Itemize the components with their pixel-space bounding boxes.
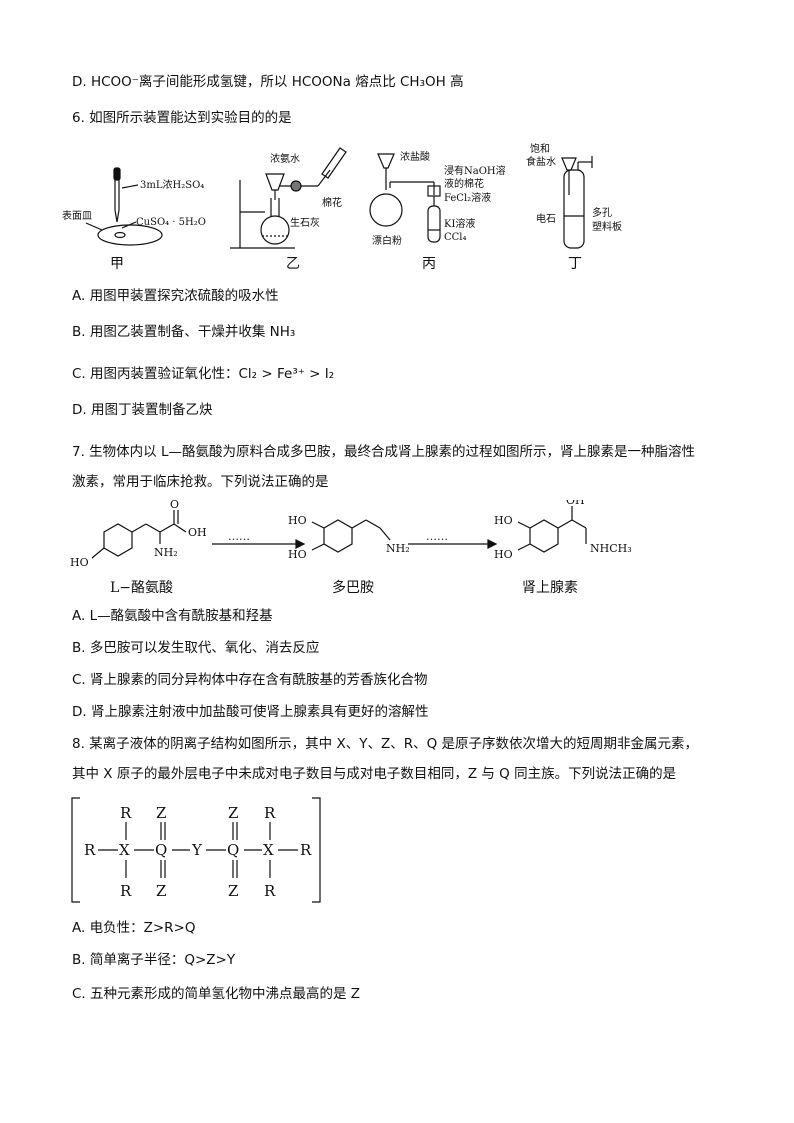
q8-anion-structure: R X Q Y Q X R R R Z Z Z Z R R xyxy=(71,797,321,903)
q7-synthesis-figure: HO O OH NH₂ HO HO NH₂ HO HO OH NHCH₃ …… … xyxy=(70,500,632,596)
yi-label-2: 棉花 xyxy=(322,196,342,209)
q7-option-a: A. L—酪氨酸中含有酰胺基和羟基 xyxy=(72,608,273,624)
q6-option-a: A. 用图甲装置探究浓硫酸的吸水性 xyxy=(72,288,279,304)
q7-option-b: B. 多巴胺可以发生取代、氧化、消去反应 xyxy=(72,640,320,656)
q5-option-d: D. HCOO⁻离子间能形成氢键，所以 HCOONa 熔点比 CH₃OH 高 xyxy=(72,74,464,90)
q7-stem-line-2: 激素，常用于临床抢救。下列说法正确的是 xyxy=(72,474,329,490)
atom-y: Y xyxy=(191,841,203,859)
atom-z-q2-bottom: Z xyxy=(228,882,238,900)
q6-option-b: B. 用图乙装置制备、干燥并收集 NH₃ xyxy=(72,324,296,340)
dopamine-name: 多巴胺 xyxy=(332,579,374,596)
apparatus-jia xyxy=(85,167,163,246)
ding-label-5: 塑料板 xyxy=(592,220,622,233)
q8-stem-line-1: 8. 某离子液体的阴离子结构如图所示，其中 X、Y、Z、R、Q 是原子序数依次增… xyxy=(72,736,699,752)
atom-z-q1-bottom: Z xyxy=(156,882,166,900)
bing-caption: 丙 xyxy=(422,256,436,272)
arrow-dots-2: …… xyxy=(426,530,448,543)
atom-q-right: Q xyxy=(227,841,239,859)
yi-label-3: 生石灰 xyxy=(290,216,320,229)
epinephrine-ho-2: HO xyxy=(494,548,513,561)
tyrosine-ho: HO xyxy=(70,556,89,569)
atom-q-left: Q xyxy=(155,841,167,859)
q6-option-d: D. 用图丁装置制备乙炔 xyxy=(72,402,213,418)
atom-r-x2-bottom: R xyxy=(264,882,276,900)
q6-option-c: C. 用图丙装置验证氧化性：Cl₂ > Fe³⁺ > I₂ xyxy=(72,366,335,382)
q8-option-a: A. 电负性：Z>R>Q xyxy=(72,920,196,936)
q8-option-c: C. 五种元素形成的简单氢化物中沸点最高的是 Z xyxy=(72,986,361,1002)
atom-x-left: X xyxy=(119,841,130,859)
jia-label-2: 表面皿 xyxy=(62,209,92,222)
tyrosine-oh: OH xyxy=(188,526,207,539)
bing-label-3: 液的棉花 xyxy=(444,177,484,190)
atom-r-left: R xyxy=(84,841,96,859)
q7-stem-line-1: 7. 生物体内以 L—酪氨酸为原料合成多巴胺，最终合成肾上腺素的过程如图所示，肾… xyxy=(72,444,695,460)
yi-label-1: 浓氨水 xyxy=(270,152,300,165)
dopamine-ho-1: HO xyxy=(288,514,307,527)
tyrosine-o: O xyxy=(170,500,179,511)
dopamine-ho-2: HO xyxy=(288,548,307,561)
q7-option-d: D. 肾上腺素注射液中加盐酸可使肾上腺素具有更好的溶解性 xyxy=(72,704,429,720)
atom-r-x2-top: R xyxy=(264,804,276,822)
jia-label-1: 3mL浓H₂SO₄ xyxy=(140,179,204,191)
q8-option-b: B. 简单离子半径：Q>Z>Y xyxy=(72,952,236,968)
atom-r-x1-top: R xyxy=(120,804,132,822)
atom-r-x1-bottom: R xyxy=(120,882,132,900)
atom-r-right: R xyxy=(300,841,312,859)
ding-label-4: 多孔 xyxy=(592,206,612,219)
bing-label-6: KI溶液 xyxy=(444,217,475,230)
q7-option-c: C. 肾上腺素的同分异构体中存在含有酰胺基的芳香族化合物 xyxy=(72,672,428,688)
atom-z-q2-top: Z xyxy=(228,804,238,822)
apparatus-bing xyxy=(369,153,441,243)
jia-caption: 甲 xyxy=(110,256,124,272)
epinephrine-ho-1: HO xyxy=(494,514,513,527)
epinephrine-oh: OH xyxy=(566,500,585,507)
tyrosine-nh2: NH₂ xyxy=(154,546,178,559)
tyrosine-name: L−酪氨酸 xyxy=(110,580,173,596)
atom-z-q1-top: Z xyxy=(156,804,166,822)
epinephrine-name: 肾上腺素 xyxy=(522,580,578,596)
bing-label-5: 漂白粉 xyxy=(372,234,402,247)
ding-label-3: 电石 xyxy=(536,212,556,225)
ding-label-1: 饱和 xyxy=(530,143,550,155)
bing-label-2: 浸有NaOH溶 xyxy=(444,164,506,177)
epinephrine-nhch3: NHCH₃ xyxy=(590,542,632,555)
ding-caption: 丁 xyxy=(568,256,582,272)
ding-label-2: 食盐水 xyxy=(526,155,556,168)
apparatus-yi xyxy=(230,147,347,249)
bing-label-4: FeCl₂溶液 xyxy=(444,191,491,204)
q8-stem-line-2: 其中 X 原子的最外层电子中未成对电子数目与成对电子数目相同，Z 与 Q 同主族… xyxy=(72,766,677,782)
arrow-dots-1: …… xyxy=(228,530,250,543)
bing-label-1: 浓盐酸 xyxy=(400,150,430,163)
yi-caption: 乙 xyxy=(286,256,300,272)
bing-label-7: CCl₄ xyxy=(444,232,467,243)
apparatus-ding xyxy=(561,156,593,249)
q6-stem: 6. 如图所示装置能达到实验目的的是 xyxy=(72,110,292,126)
dopamine-nh2: NH₂ xyxy=(386,542,410,555)
q6-apparatus-figure: 3mL浓H₂SO₄ 表面皿 CuSO₄ · 5H₂O 甲 浓氨水 棉花 生石灰 … xyxy=(62,143,622,272)
jia-label-3: CuSO₄ · 5H₂O xyxy=(136,217,206,228)
atom-x-right: X xyxy=(263,841,274,859)
